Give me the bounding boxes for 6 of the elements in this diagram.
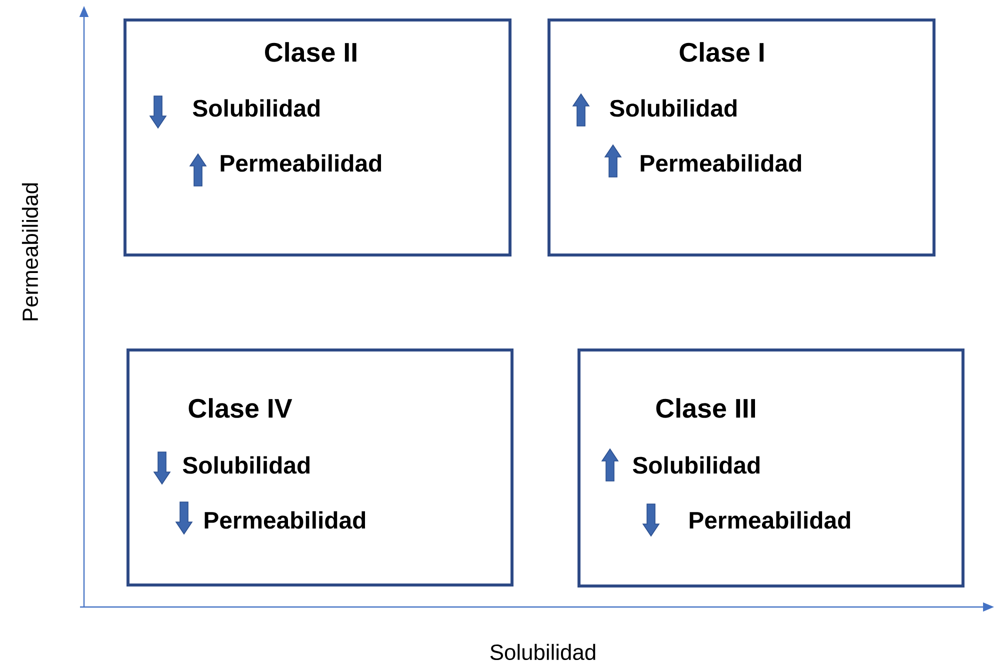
class-box: Clase III Solubilidad Permeabilidad [578, 348, 964, 588]
axis-label: Permeabilidad [22, 183, 38, 320]
class-box: Clase II Solubilidad Permeabilidad [124, 18, 512, 256]
axis-label: Solubilidad [490, 644, 596, 660]
class-box: Clase IV Solubilidad Permeabilidad [126, 348, 514, 586]
class-box: Clase I Solubilidad Permeabilidad [548, 18, 936, 256]
